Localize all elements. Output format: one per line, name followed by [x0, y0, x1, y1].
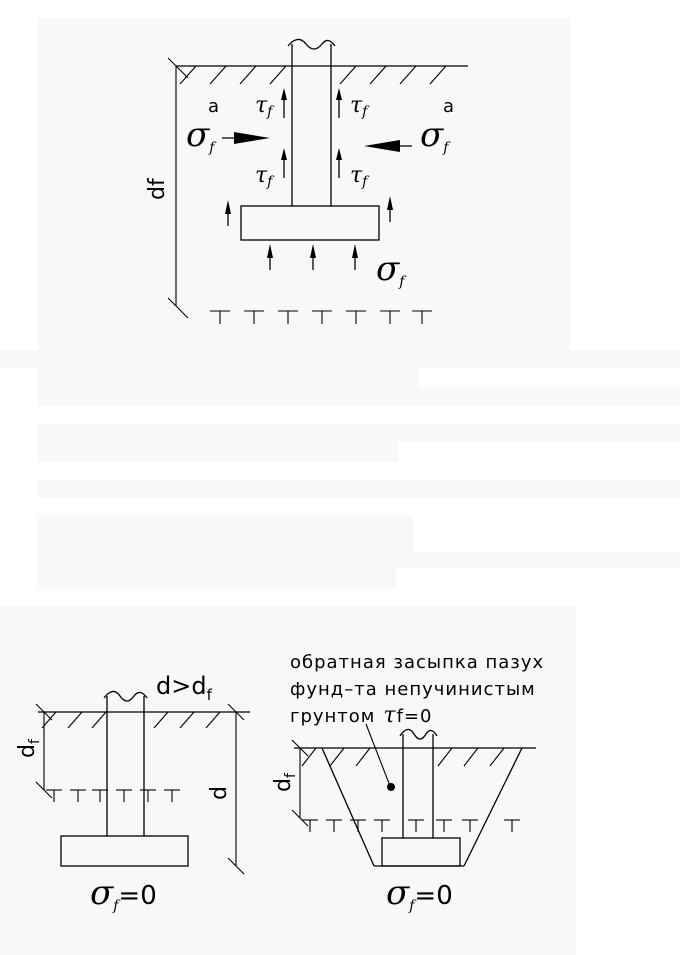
frost-line	[46, 789, 180, 802]
frost-depth-dimension	[35, 703, 53, 799]
text-stripe	[38, 368, 418, 388]
text-stripe	[38, 388, 680, 406]
sigma-label-left: σf	[186, 115, 217, 156]
frost-depth-dimension	[291, 739, 309, 827]
backfill-trench-outline	[321, 747, 523, 867]
sigma-equation: σf=0	[90, 873, 157, 914]
foundation-column	[399, 728, 438, 838]
condition-label: d>df	[156, 672, 213, 704]
sigma-superscript-a: a	[208, 96, 219, 117]
text-stripe	[38, 552, 680, 568]
depth-dimension	[167, 57, 189, 319]
foundation-footing	[60, 835, 189, 867]
tangential-force-arrows	[281, 88, 342, 178]
text-stripe	[38, 480, 680, 498]
backfill-note-line-2: фунд–та непучинистым	[290, 679, 536, 700]
text-stripe	[38, 568, 396, 588]
frost-depth-label: df	[15, 738, 43, 758]
sigma-label-bottom: σf	[376, 249, 407, 290]
text-stripe	[38, 516, 413, 552]
ground-hatching	[301, 747, 505, 767]
sigma-label-right: σf	[420, 115, 451, 156]
frost-line	[210, 310, 432, 324]
tau-label: τf	[350, 93, 370, 120]
foundation-column	[103, 690, 148, 836]
sigma-equation: σf=0	[386, 873, 453, 914]
text-stripe	[38, 442, 398, 462]
note-leader-line	[365, 723, 391, 787]
text-stripe	[0, 350, 680, 368]
foundation-footing	[381, 837, 461, 867]
depth-label-df: df	[145, 177, 170, 200]
normal-force-arrows	[222, 132, 412, 152]
tau-label: τf	[350, 163, 370, 190]
text-stripe	[38, 424, 680, 442]
tau-label: τf	[255, 163, 275, 190]
heave-force-arrows	[225, 196, 393, 270]
top-diagram-panel	[38, 18, 570, 350]
foundation-column	[287, 38, 336, 206]
foundation-depth-label: d	[207, 786, 232, 800]
tau-label: τf	[255, 93, 275, 120]
sigma-superscript-a: a	[443, 96, 454, 117]
note-leader-dot	[387, 783, 395, 791]
ground-hatching	[179, 65, 447, 85]
foundation-footing	[240, 205, 380, 241]
foundation-depth-dimension	[227, 703, 245, 875]
frost-line	[302, 819, 520, 832]
backfill-note-line-1: обратная засыпка пазух	[290, 652, 544, 673]
frost-depth-label: df	[271, 772, 299, 792]
bottom-diagram-panel	[0, 606, 576, 955]
